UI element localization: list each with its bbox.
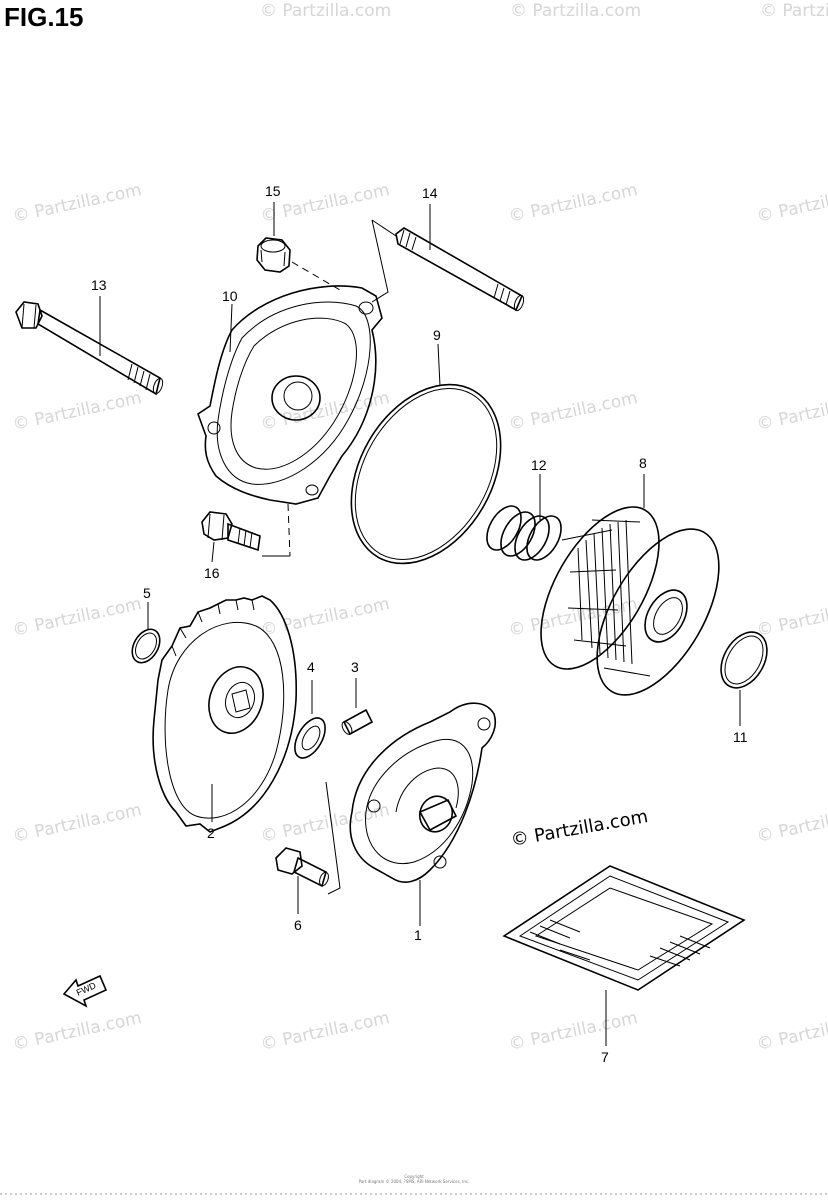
callout-11: 11 (733, 729, 748, 745)
watermark: © Partzilla.com (11, 594, 143, 641)
callout-2: 2 (207, 825, 215, 841)
callout-5: 5 (143, 585, 151, 601)
part-8-oil-filter[interactable] (517, 488, 744, 715)
callout-8: 8 (639, 455, 647, 471)
callout-14: 14 (422, 185, 438, 201)
part-16-bolt[interactable] (201, 511, 261, 552)
callout-1: 1 (414, 927, 422, 943)
callout-12: 12 (531, 457, 547, 473)
watermark: © Partzilla.com (755, 1008, 828, 1055)
watermark: © Partzilla.com (755, 388, 828, 435)
watermark: © Partzilla.com (11, 800, 143, 847)
part-15-nut[interactable] (256, 237, 291, 273)
part-11-o-ring[interactable] (712, 624, 777, 696)
callout-15: 15 (265, 183, 281, 199)
watermark: © Partzilla.com (259, 800, 391, 847)
watermark: © Partzilla.com (11, 1008, 143, 1055)
watermark: © Partzilla.com (755, 800, 828, 847)
fwd-arrow: FWD (62, 974, 108, 1008)
part-2-driven-gear[interactable] (152, 595, 298, 833)
part-9-o-ring[interactable] (321, 358, 531, 590)
part-7-strainer[interactable] (502, 865, 746, 991)
watermark: © Partzilla.com (507, 594, 639, 641)
watermark: © Partzilla.com (260, 1, 391, 21)
part-14-stud-bolt[interactable] (395, 227, 525, 312)
watermark: © Partzilla.com (760, 1, 828, 21)
part-5-circlip[interactable] (127, 624, 166, 667)
callout-16: 16 (204, 565, 220, 581)
part-12-spring[interactable] (480, 500, 568, 566)
part-13-bolt[interactable] (15, 301, 164, 396)
part-4-washer[interactable] (289, 713, 332, 763)
callout-6: 6 (294, 917, 302, 933)
callout-labels: 1 2 3 4 5 6 7 8 9 10 11 12 13 14 15 16 (91, 183, 748, 1065)
watermark: © Partzilla.com (510, 1, 641, 21)
figure-title: FIG.15 (4, 2, 84, 32)
watermark-layer: © Partzilla.com © Partzilla.com © Partzi… (11, 1, 828, 1055)
copyright-notice: © Partzilla.com (509, 806, 649, 851)
part-3-pin[interactable] (340, 708, 374, 736)
part-6-screw[interactable] (275, 847, 330, 888)
part-10-filter-cap[interactable] (197, 285, 383, 505)
callout-3: 3 (351, 659, 359, 675)
watermark: © Partzilla.com (259, 1008, 391, 1055)
callout-9: 9 (433, 327, 441, 343)
watermark: © Partzilla.com (755, 180, 828, 227)
callout-10: 10 (222, 288, 238, 304)
footer-line-1: Copyright (404, 1174, 424, 1179)
footer: Copyright Part diagram © 2004, ?SMS, ARI… (0, 1174, 828, 1184)
watermark: © Partzilla.com (755, 594, 828, 641)
watermark: © Partzilla.com (259, 594, 391, 641)
callout-4: 4 (307, 659, 315, 675)
watermark: © Partzilla.com (507, 180, 639, 227)
watermark: © Partzilla.com (507, 388, 639, 435)
watermark: © Partzilla.com (11, 388, 143, 435)
watermark: © Partzilla.com (11, 180, 143, 227)
footer-line-2: Part diagram © 2004, ?SMS, ARI Network S… (358, 1179, 470, 1184)
callout-13: 13 (91, 277, 107, 293)
watermark: © Partzilla.com (507, 1008, 639, 1055)
part-1-oil-pump[interactable] (349, 702, 497, 883)
callout-7: 7 (601, 1049, 609, 1065)
